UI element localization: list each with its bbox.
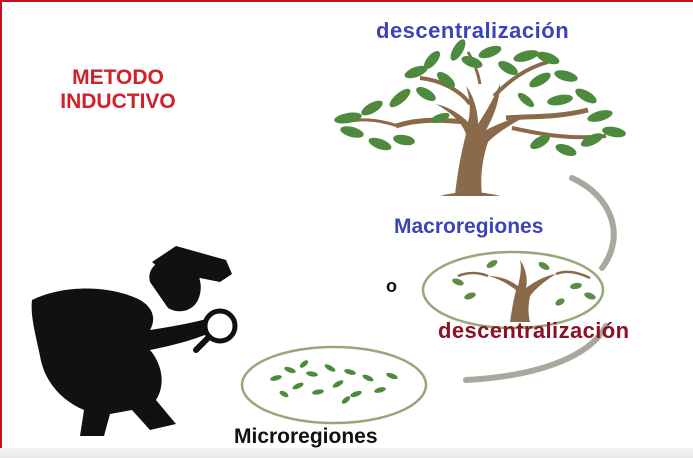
label-descentralizacion-top: descentralización [376, 18, 570, 43]
large-tree-icon [334, 39, 626, 196]
page-title: METODO INDUCTIVO [60, 66, 176, 113]
bottom-strip [0, 448, 693, 458]
curved-arrow-lower [463, 323, 609, 383]
medium-tree-icon [421, 250, 605, 330]
seedlings-icon [240, 345, 428, 425]
curved-arrow-upper [569, 175, 617, 271]
label-macroregiones: Macroregiones [394, 215, 544, 238]
magnifying-glass-icon [193, 308, 238, 353]
label-descentralizacion-middle: descentralización [438, 318, 630, 343]
detective-icon [31, 246, 232, 436]
label-connector-o: o [386, 276, 397, 296]
label-microregiones: Microregiones [234, 425, 378, 448]
